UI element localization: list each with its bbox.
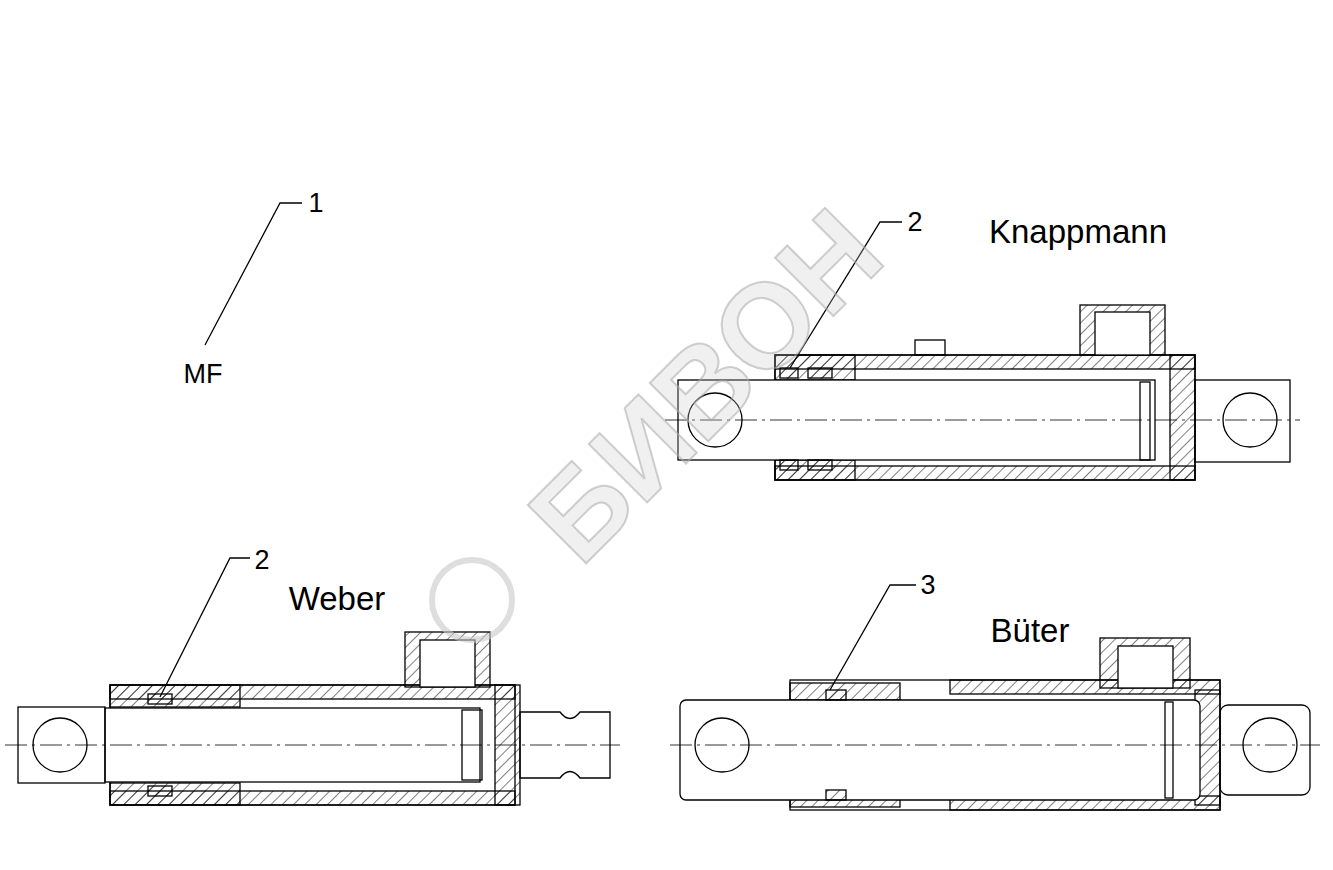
callout-number: 2 (254, 547, 269, 574)
model-label: MF (184, 361, 223, 388)
manufacturer-label: Knappmann (989, 215, 1167, 248)
callout-number: 3 (920, 572, 935, 599)
manufacturer-label: Weber (289, 582, 386, 615)
manufacturer-label: Büter (991, 614, 1070, 647)
callout-number: 1 (308, 190, 323, 217)
callout-number: 2 (907, 209, 922, 236)
